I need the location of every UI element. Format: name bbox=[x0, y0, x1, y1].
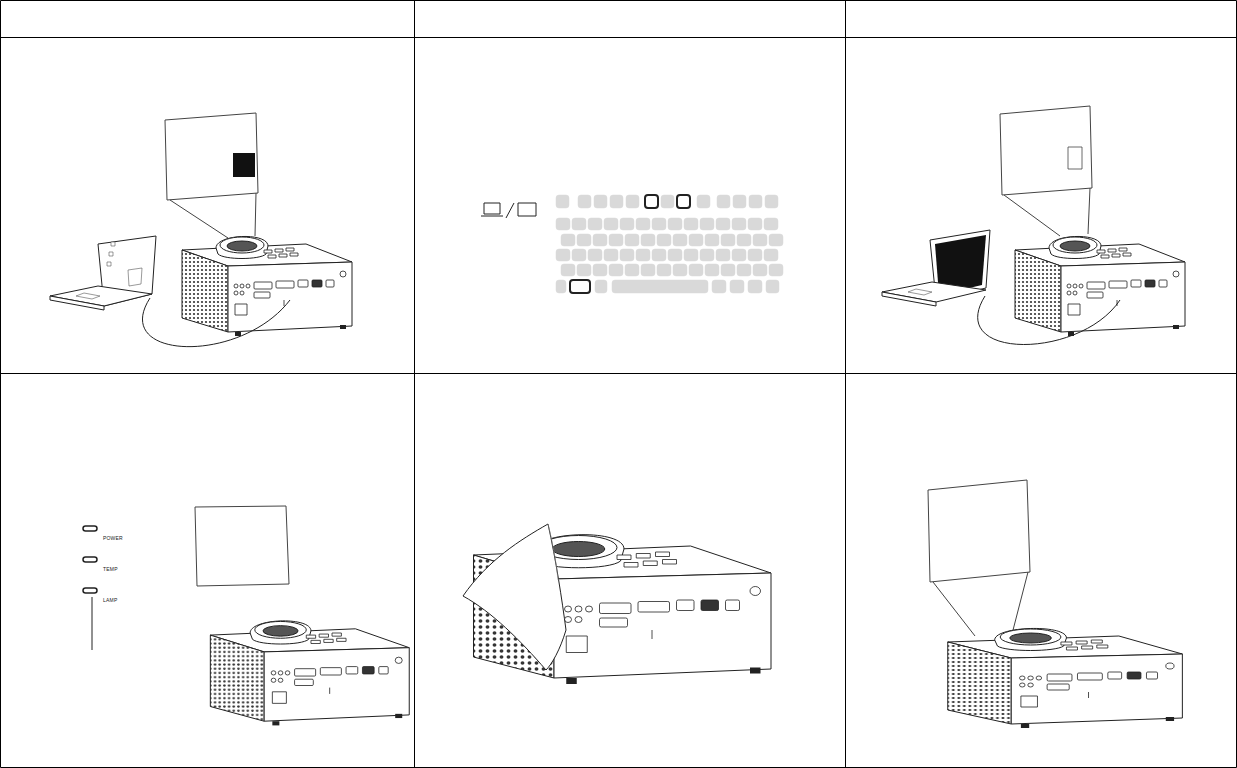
keyboard-key bbox=[556, 218, 570, 230]
keyboard-key bbox=[626, 195, 639, 208]
keyboard-key bbox=[689, 264, 703, 276]
keyboard-key bbox=[764, 249, 778, 261]
keyboard-key bbox=[748, 249, 762, 261]
keyboard-key bbox=[572, 218, 586, 230]
highlighted-key bbox=[677, 195, 690, 208]
keyboard-key bbox=[641, 234, 655, 246]
keyboard-key bbox=[764, 218, 778, 230]
keyboard-key bbox=[712, 280, 726, 293]
keyboard-key bbox=[673, 234, 687, 246]
keyboard-key bbox=[556, 280, 566, 293]
led-label-text: LAMP bbox=[103, 597, 117, 603]
keyboard-key bbox=[721, 234, 735, 246]
keyboard-key bbox=[625, 264, 639, 276]
keyboard-key bbox=[721, 264, 735, 276]
keyboard-key bbox=[657, 264, 671, 276]
highlighted-key bbox=[570, 280, 590, 293]
keyboard-key bbox=[588, 218, 602, 230]
led-label: LAMP bbox=[103, 588, 117, 606]
keyboard-key bbox=[769, 264, 783, 276]
keyboard-key bbox=[593, 264, 607, 276]
keyboard-key bbox=[577, 264, 591, 276]
led-indicators bbox=[83, 506, 409, 725]
keyboard-key bbox=[705, 234, 719, 246]
keyboard-key bbox=[732, 249, 746, 261]
keyboard-key bbox=[620, 249, 634, 261]
keyboard-key bbox=[636, 249, 650, 261]
projector-screen-scene bbox=[928, 480, 1182, 728]
keyboard-key bbox=[700, 218, 714, 230]
keyboard-key bbox=[765, 195, 778, 208]
keyboard-icon bbox=[481, 195, 783, 293]
keyboard-key bbox=[766, 280, 779, 293]
keyboard-key bbox=[625, 234, 639, 246]
keyboard-key bbox=[705, 264, 719, 276]
keyboard-key bbox=[604, 218, 618, 230]
keyboard-key bbox=[753, 234, 767, 246]
keyboard-key bbox=[673, 264, 687, 276]
keyboard-key bbox=[668, 249, 682, 261]
keyboard-key bbox=[595, 280, 607, 293]
keyboard-key bbox=[578, 195, 591, 208]
keyboard-key bbox=[748, 218, 762, 230]
keyboard-key bbox=[716, 218, 730, 230]
keyboard-key bbox=[561, 264, 575, 276]
keyboard-key bbox=[748, 280, 762, 293]
keyboard-key bbox=[661, 195, 674, 208]
keyboard-key bbox=[652, 218, 666, 230]
laptop-projector-scene bbox=[50, 113, 352, 347]
keyboard-key bbox=[668, 218, 682, 230]
keyboard-key bbox=[609, 234, 623, 246]
keyboard-key bbox=[604, 249, 618, 261]
keyboard-key bbox=[684, 218, 698, 230]
led-label: POWER bbox=[103, 526, 123, 544]
led-label: TEMP bbox=[103, 557, 118, 575]
highlighted-key bbox=[645, 195, 658, 208]
keyboard-key bbox=[733, 195, 746, 208]
keyboard-key bbox=[612, 280, 708, 293]
keyboard-key bbox=[689, 234, 703, 246]
keyboard-key bbox=[769, 234, 783, 246]
keyboard-key bbox=[556, 195, 569, 208]
projector-with-cover bbox=[463, 524, 771, 684]
keyboard-key bbox=[588, 249, 602, 261]
keyboard-key bbox=[641, 264, 655, 276]
keyboard-key bbox=[749, 195, 762, 208]
keyboard-key bbox=[657, 234, 671, 246]
keyboard-key bbox=[753, 264, 767, 276]
keyboard-key bbox=[609, 264, 623, 276]
keyboard-key bbox=[730, 280, 744, 293]
keyboard-key bbox=[697, 195, 710, 208]
keyboard-key bbox=[610, 195, 623, 208]
keyboard-key bbox=[684, 249, 698, 261]
keyboard-key bbox=[636, 218, 650, 230]
laptop-projector-scene bbox=[882, 106, 1185, 345]
keyboard-key bbox=[732, 218, 746, 230]
keyboard-key bbox=[700, 249, 714, 261]
keyboard-key bbox=[737, 264, 751, 276]
keyboard-key bbox=[556, 249, 570, 261]
keyboard-key bbox=[577, 234, 591, 246]
keyboard-key bbox=[652, 249, 666, 261]
keyboard-key bbox=[737, 234, 751, 246]
led-label-text: TEMP bbox=[103, 566, 118, 572]
keyboard-key bbox=[717, 195, 730, 208]
keyboard-key bbox=[561, 234, 575, 246]
keyboard-key bbox=[572, 249, 586, 261]
keyboard-key bbox=[594, 195, 607, 208]
keyboard-key bbox=[593, 234, 607, 246]
led-label-text: POWER bbox=[103, 535, 123, 541]
keyboard-key bbox=[620, 218, 634, 230]
keyboard-key bbox=[716, 249, 730, 261]
